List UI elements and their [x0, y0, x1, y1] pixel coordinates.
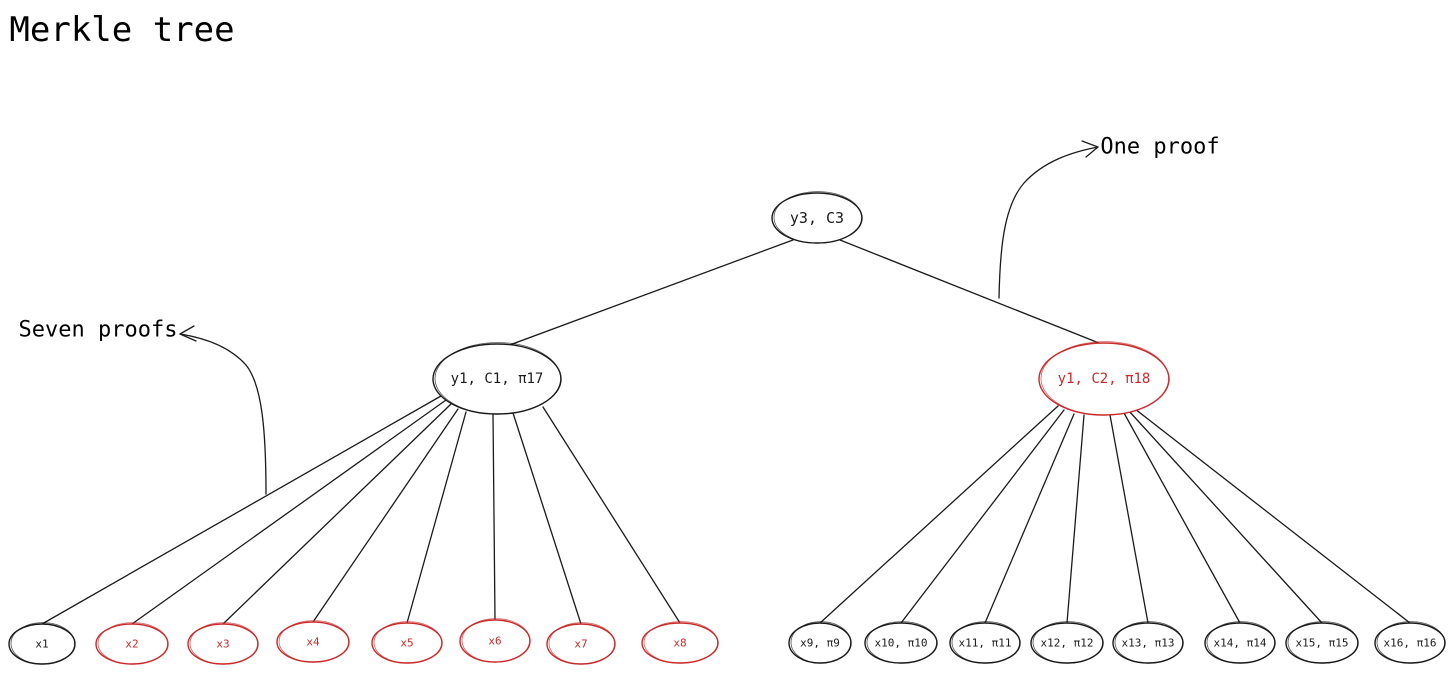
node-x14-sketch-stroke — [1206, 621, 1275, 664]
node-x9: x9, π9 — [788, 621, 852, 664]
node-x14-label: x14, π14 — [1214, 637, 1267, 650]
node-x5-sketch-stroke — [373, 621, 442, 664]
edge-right-x13 — [1109, 414, 1149, 624]
node-x3-label: x3 — [216, 638, 229, 651]
node-right: y1, C2, π18 — [1038, 341, 1170, 416]
edge-right-x10 — [900, 409, 1065, 624]
node-x1-label: x1 — [35, 638, 48, 651]
edge-root-left — [506, 239, 794, 347]
node-x11-sketch-stroke — [951, 621, 1020, 664]
edge-left-x2 — [131, 399, 447, 625]
node-x11-label: x11, π11 — [959, 637, 1012, 650]
node-x9-label: x9, π9 — [800, 637, 840, 650]
node-x2: x2 — [95, 622, 169, 665]
one-proof-note: One proof — [1100, 135, 1219, 160]
edge-right-x11 — [984, 413, 1075, 624]
node-x8: x8 — [641, 621, 719, 664]
node-x2-sketch-stroke — [97, 622, 168, 665]
edge-left-x1 — [41, 395, 442, 625]
node-x4-sketch-stroke — [278, 620, 349, 663]
nodes-layer: y3, C3 y1, C1, π17 y1, C2, π18 x1 x2 x3 x4 x5 x6… — [8, 191, 1446, 665]
edge-left-x5 — [406, 411, 467, 624]
node-x12: x12, π12 — [1030, 621, 1104, 664]
node-x6-label: x6 — [488, 635, 501, 648]
node-x15-label: x15, π15 — [1296, 637, 1349, 650]
node-x15: x15, π15 — [1285, 621, 1359, 664]
node-x4: x4 — [276, 620, 350, 663]
node-x3-sketch-stroke — [189, 622, 258, 665]
node-x9-sketch-stroke — [790, 621, 851, 664]
node-x6: x6 — [459, 618, 531, 663]
node-x7-sketch-stroke — [548, 622, 615, 665]
node-x16: x16, π16 — [1374, 621, 1446, 664]
node-x10-sketch-stroke — [866, 621, 937, 664]
node-left-label: y1, C1, π17 — [451, 371, 544, 387]
edge-right-x16 — [1134, 408, 1411, 624]
node-x5: x5 — [371, 621, 443, 664]
edge-root-right — [839, 239, 1105, 346]
node-x12-label: x12, π12 — [1041, 637, 1094, 650]
node-x13: x13, π13 — [1112, 621, 1184, 664]
one-proof-arrowhead — [1081, 140, 1099, 158]
edge-left-x3 — [222, 403, 452, 625]
node-x13-label: x13, π13 — [1122, 637, 1175, 650]
node-x10: x10, π10 — [864, 621, 938, 664]
node-left-sketch-stroke — [434, 342, 561, 415]
edges-layer — [41, 239, 1411, 625]
seven-proofs-arrow — [179, 333, 267, 495]
node-x2-label: x2 — [125, 638, 138, 651]
one-proof-arrow — [998, 146, 1099, 299]
edge-left-x7 — [512, 412, 582, 625]
node-x4-label: x4 — [306, 636, 320, 649]
node-x8-sketch-stroke — [643, 621, 718, 664]
node-x7-label: x7 — [574, 638, 587, 651]
edge-right-x9 — [819, 405, 1059, 624]
edge-right-x15 — [1128, 410, 1323, 624]
node-x10-label: x10, π10 — [875, 637, 928, 650]
node-root: y3, C3 — [771, 191, 863, 244]
node-x14: x14, π14 — [1204, 621, 1276, 664]
node-x8-label: x8 — [673, 637, 686, 650]
node-x13-sketch-stroke — [1114, 621, 1183, 664]
node-x16-label: x16, π16 — [1384, 637, 1437, 650]
edge-left-x8 — [542, 406, 681, 624]
page-title: Merkle tree — [9, 10, 234, 50]
node-x16-sketch-stroke — [1376, 621, 1445, 664]
node-right-sketch-stroke — [1040, 341, 1169, 416]
edge-left-x4 — [312, 408, 459, 623]
node-x6-sketch-stroke — [461, 618, 530, 663]
node-x12-sketch-stroke — [1032, 621, 1103, 664]
seven-proofs-arrowhead — [179, 325, 197, 342]
node-x1-sketch-stroke — [10, 622, 75, 665]
node-right-label: y1, C2, π18 — [1058, 371, 1151, 387]
seven-proofs-note: Seven proofs — [19, 318, 178, 343]
node-x15-sketch-stroke — [1287, 621, 1358, 664]
node-root-label: y3, C3 — [790, 209, 844, 227]
edge-left-x6 — [492, 413, 496, 621]
node-x7: x7 — [546, 622, 616, 665]
edge-right-x14 — [1123, 412, 1241, 624]
node-x3: x3 — [187, 622, 259, 665]
node-left: y1, C1, π17 — [432, 342, 562, 415]
node-root-sketch-stroke — [773, 191, 862, 244]
edge-right-x12 — [1066, 414, 1085, 624]
node-x5-label: x5 — [400, 637, 413, 650]
node-x1: x1 — [8, 622, 76, 665]
node-x11: x11, π11 — [949, 621, 1021, 664]
